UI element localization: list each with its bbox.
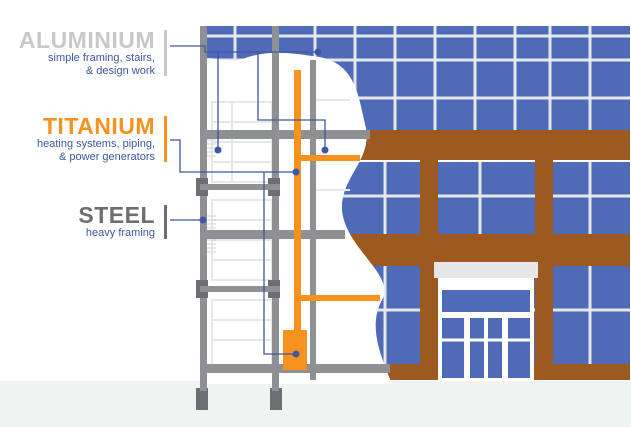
entrance [434, 262, 538, 380]
brick-pier-left [420, 160, 438, 378]
ground [0, 381, 631, 427]
legend-title-aluminium: ALUMINIUM [18, 27, 155, 53]
legend-title-steel: STEEL [78, 202, 155, 228]
leader-dots [199, 48, 329, 358]
legend-steel: STEEL heavy framing [78, 202, 167, 240]
titanium-systems [283, 70, 380, 370]
legend-desc-steel-line1: heavy framing [85, 227, 155, 239]
legend-desc-titanium-line2: & power generators [59, 151, 155, 163]
legend-bar-aluminium [164, 30, 167, 76]
legend-title-titanium: TITANIUM [42, 113, 155, 139]
brick-pier-right [535, 160, 553, 378]
legend-bar-steel [164, 205, 167, 239]
legend-titanium: TITANIUM heating systems, piping, & powe… [36, 113, 167, 164]
legend-desc-aluminium-line1: simple framing, stairs, [48, 52, 155, 64]
leader-lines [170, 45, 326, 355]
legend-desc-aluminium-line2: & design work [85, 65, 155, 77]
legend-bar-titanium [164, 116, 167, 162]
legend-aluminium: ALUMINIUM simple framing, stairs, & desi… [18, 27, 167, 78]
legend-desc-titanium-line1: heating systems, piping, [36, 138, 155, 150]
